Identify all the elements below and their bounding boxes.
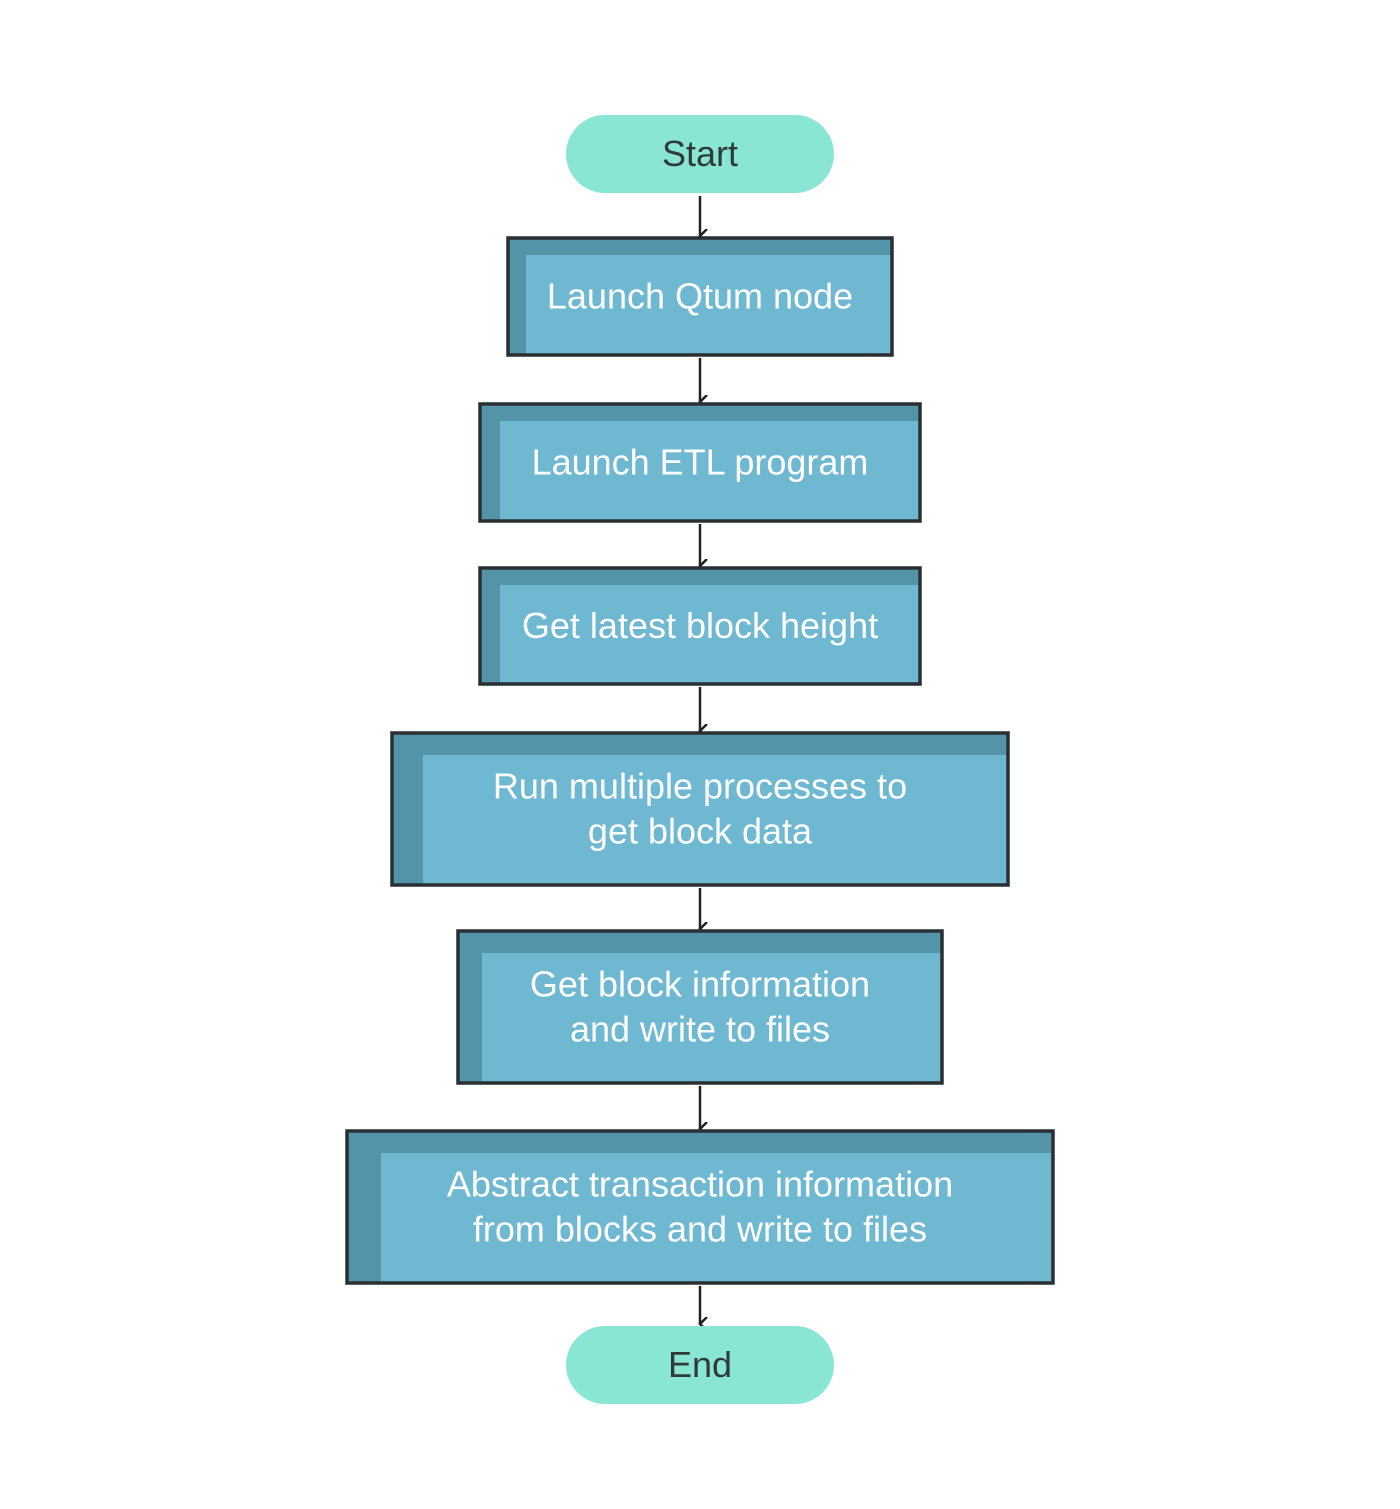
node-end: End [566, 1326, 834, 1404]
process-face [381, 1153, 1053, 1283]
process-border [345, 1129, 1055, 1285]
node-label-abstract-transaction-information-line-2: from blocks and write to files [473, 1209, 927, 1250]
process-border [506, 236, 894, 357]
node-label-run-multiple-processes-line-1: Run multiple processes to [493, 766, 907, 807]
node-label-end-line-1: End [668, 1344, 732, 1385]
process-face [423, 755, 1008, 885]
process-border [478, 566, 922, 686]
node-label-get-block-information-line-2: and write to files [570, 1009, 830, 1050]
process-border [456, 929, 944, 1085]
node-launch-etl-program: Launch ETL program [478, 402, 922, 523]
process-border [478, 402, 922, 523]
node-label-abstract-transaction-information-line-1: Abstract transaction information [447, 1164, 953, 1205]
process-face [500, 585, 920, 684]
node-get-latest-block-height: Get latest block height [478, 566, 922, 686]
node-label-run-multiple-processes-line-2: get block data [588, 811, 813, 852]
process-border [390, 731, 1010, 887]
node-label-get-latest-block-height-line-1: Get latest block height [522, 605, 878, 646]
node-label-get-block-information-line-1: Get block information [530, 964, 870, 1005]
process-face [526, 255, 892, 355]
process-face [500, 421, 920, 521]
node-start: Start [566, 115, 834, 193]
terminal-shape [566, 1326, 834, 1404]
node-label-start-line-1: Start [662, 133, 738, 174]
terminal-shape [566, 115, 834, 193]
node-label-launch-qtum-node-line-1: Launch Qtum node [547, 276, 853, 317]
node-label-launch-etl-program-line-1: Launch ETL program [532, 442, 869, 483]
node-launch-qtum-node: Launch Qtum node [506, 236, 894, 357]
process-face [482, 953, 942, 1083]
